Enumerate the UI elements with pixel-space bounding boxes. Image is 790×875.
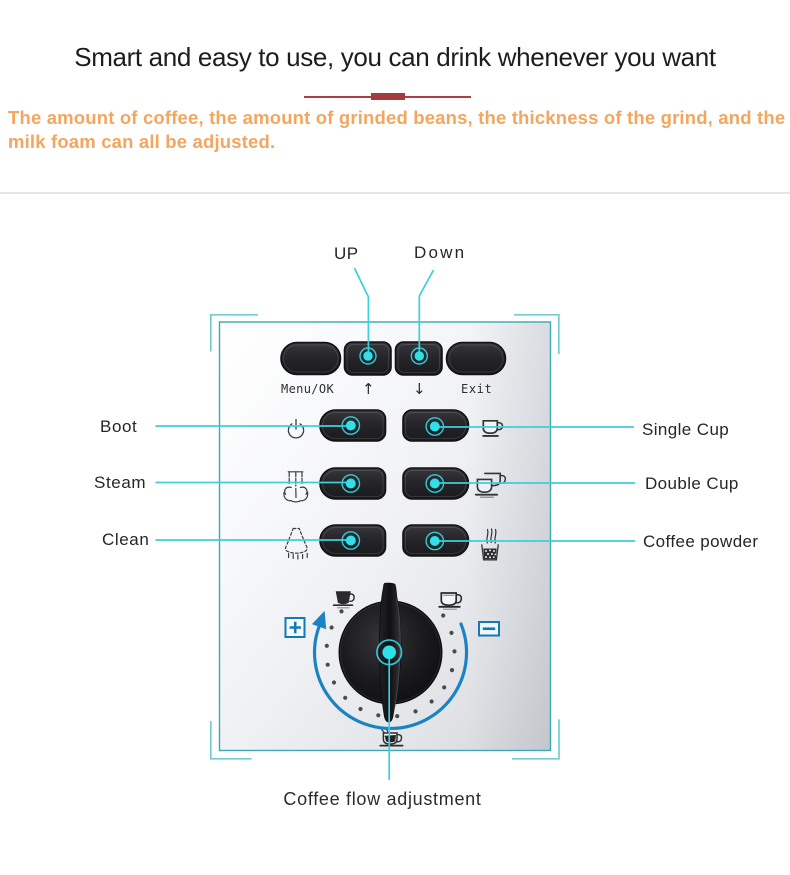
coffee-flow-callout-label: Coffee flow adjustment xyxy=(283,789,482,809)
down-arrow-print-label: ↓ xyxy=(413,380,426,398)
menu-ok-button xyxy=(280,341,342,376)
decrease-icon xyxy=(478,621,500,637)
subtitle-line-2: milk foam can all be adjusted. xyxy=(8,130,276,152)
rotation-arrow-arc xyxy=(311,610,469,731)
power-icon xyxy=(287,418,305,439)
steam-icon xyxy=(283,471,309,503)
up-marker xyxy=(359,347,377,365)
page-title: Smart and easy to use, you can drink whe… xyxy=(74,42,716,72)
espresso-cup-icon xyxy=(332,591,355,609)
bracket-frame xyxy=(209,313,560,760)
up-callout-label: UP xyxy=(334,244,359,263)
boot-marker xyxy=(341,416,361,435)
cappuccino-cup-icon xyxy=(438,592,463,610)
menu-ok-print-label: Menu/OK xyxy=(281,382,335,396)
boot-callout-label: Boot xyxy=(100,417,138,436)
clean-marker xyxy=(341,531,361,550)
clean-icon xyxy=(284,527,308,560)
coffee-powder-icon xyxy=(481,528,499,561)
section-divider xyxy=(0,192,790,194)
callout-markers xyxy=(341,347,445,666)
down-callout-label: Down xyxy=(414,243,467,262)
clean-callout-label: Clean xyxy=(102,530,150,549)
exit-print-label: Exit xyxy=(461,382,493,396)
double-cup-marker xyxy=(425,474,445,493)
divider-bar xyxy=(371,93,405,100)
coffee-powder-marker xyxy=(425,531,445,551)
steam-callout-label: Steam xyxy=(94,473,147,492)
down-line xyxy=(418,269,435,356)
callout-lines xyxy=(155,267,635,780)
single-cup-marker xyxy=(425,417,445,436)
double-cup-callout-label: Double Cup xyxy=(645,474,739,493)
knob-scale-dots xyxy=(324,609,457,719)
single-cup-callout-label: Single Cup xyxy=(642,420,730,439)
increase-icon xyxy=(284,617,306,638)
steam-marker xyxy=(341,474,361,493)
subtitle: The amount of coffee, the amount of grin… xyxy=(8,106,790,153)
knob-marker xyxy=(376,639,403,666)
up-line xyxy=(353,267,370,356)
down-marker xyxy=(410,347,428,365)
flow-cup-icon xyxy=(379,728,404,747)
exit-button xyxy=(445,341,507,376)
coffee-powder-callout-label: Coffee powder xyxy=(643,532,759,551)
subtitle-line-1: The amount of coffee, the amount of grin… xyxy=(8,107,786,128)
up-arrow-print-label: ↑ xyxy=(362,380,375,398)
